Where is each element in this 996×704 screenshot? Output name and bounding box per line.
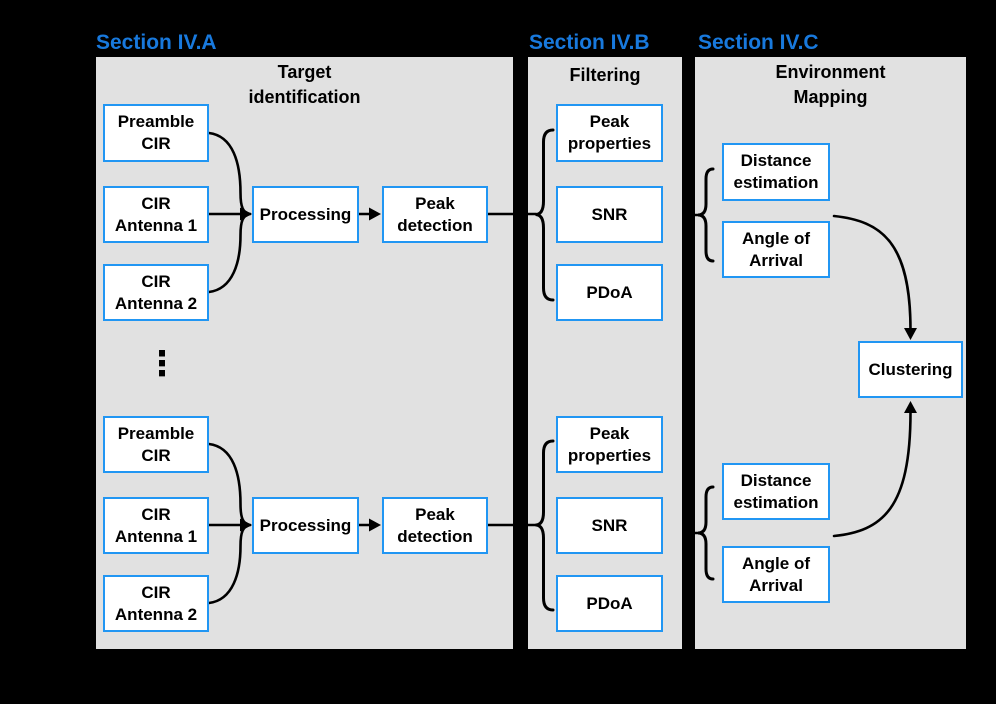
box-cir-antenna-2-row2: CIR Antenna 2 [103, 575, 209, 632]
box-distance-estimation-row2: Distance estimation [722, 463, 830, 520]
box-peak-detection-row1: Peak detection [382, 186, 488, 243]
box-snr-row2: SNR [556, 497, 663, 554]
box-processing-row2: Processing [252, 497, 359, 554]
box-angle-of-arrival-row1: Angle of Arrival [722, 221, 830, 278]
title-environment-mapping: Environment Mapping [775, 62, 886, 107]
box-peak-detection-row2: Peak detection [382, 497, 488, 554]
box-angle-of-arrival-row2: Angle of Arrival [722, 546, 830, 603]
box-snr-row1: SNR [556, 186, 663, 243]
box-cir-antenna-2-row1: CIR Antenna 2 [103, 264, 209, 321]
box-processing-row1: Processing [252, 186, 359, 243]
box-cir-antenna-1-row2: CIR Antenna 1 [103, 497, 209, 554]
box-preamble-cir-row1: Preamble CIR [103, 104, 209, 162]
box-pdoa-row2: PDoA [556, 575, 663, 632]
box-peak-properties-row1: Peak properties [556, 104, 663, 162]
box-distance-estimation-row1: Distance estimation [722, 143, 830, 201]
section-c-label: Section IV.C [698, 31, 819, 54]
box-preamble-cir-row2: Preamble CIR [103, 416, 209, 473]
title-target-identification: Target identification [248, 62, 361, 107]
title-filtering: Filtering [569, 65, 641, 85]
box-peak-properties-row2: Peak properties [556, 416, 663, 473]
vertical-ellipsis-icon: ⋮ [145, 345, 179, 383]
box-pdoa-row1: PDoA [556, 264, 663, 321]
box-cir-antenna-1-row1: CIR Antenna 1 [103, 186, 209, 243]
section-a-label: Section IV.A [96, 31, 217, 54]
box-clustering: Clustering [858, 341, 963, 398]
section-b-label: Section IV.B [529, 31, 650, 54]
